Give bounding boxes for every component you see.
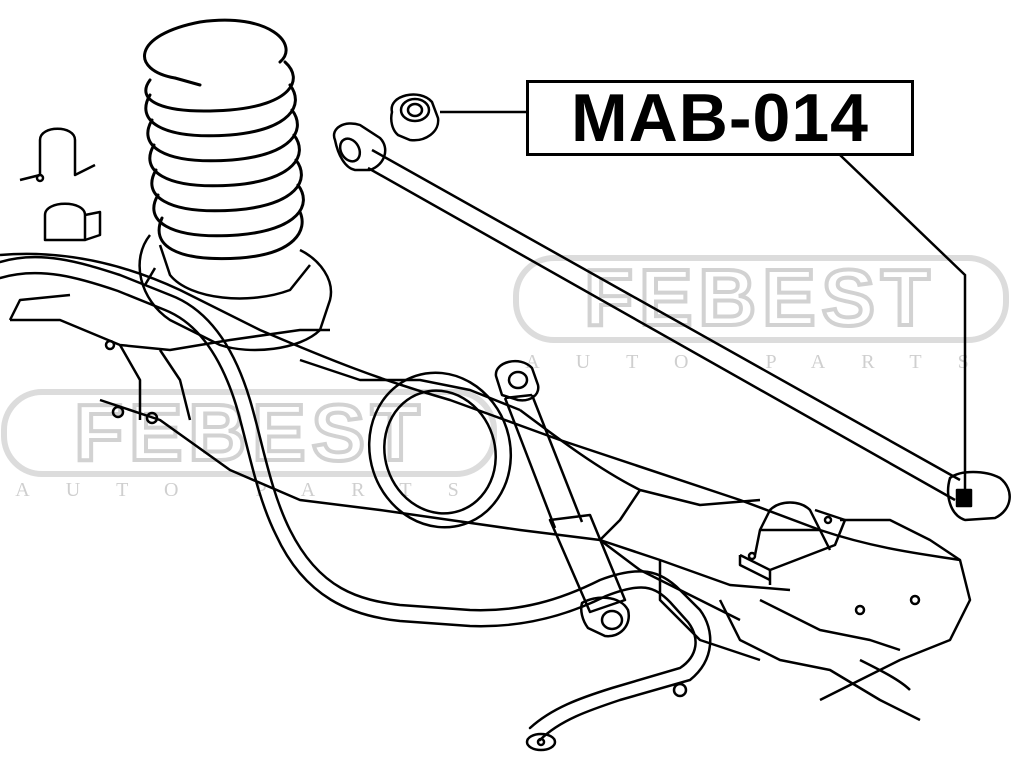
spring-seat	[138, 234, 333, 352]
stabilizer-bar	[0, 255, 712, 752]
watermark-right: FEBEST AUTO PARTS	[513, 251, 1009, 373]
stabilizer-bracket	[19, 127, 102, 242]
callout-leaders	[440, 110, 967, 495]
shock-absorber	[494, 359, 631, 638]
watermark-brand-right: FEBEST	[584, 253, 936, 342]
watermark-tagline-left: AUTO PARTS	[15, 479, 494, 501]
watermark-brand-left: FEBEST	[74, 388, 426, 477]
bushing	[390, 93, 440, 142]
rear-axle	[0, 252, 972, 722]
part-number-label: MAB-014	[526, 80, 914, 156]
lateral-rod	[332, 122, 1011, 522]
watermark-left: FEBEST AUTO PARTS	[1, 386, 497, 501]
bump-stopper	[738, 501, 847, 585]
watermark-tagline-right: AUTO PARTS	[525, 351, 1004, 373]
coil-spring	[143, 18, 305, 261]
